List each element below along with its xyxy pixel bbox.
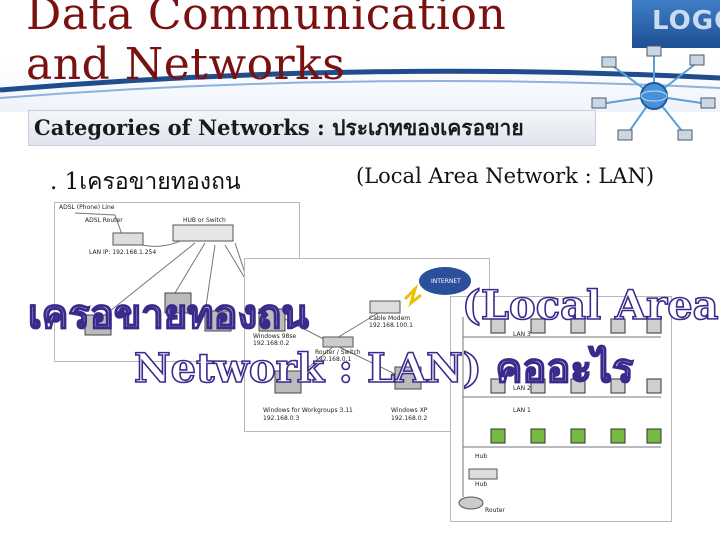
- item-english-label: (Local Area Network : LAN): [356, 164, 655, 188]
- router-switch-label: Router / Switch: [315, 349, 361, 356]
- wfw-label: Windows for Workgroups 3.11: [263, 407, 353, 414]
- router-label: Router: [485, 507, 505, 514]
- adsl-router-label: ADSL Router: [85, 217, 123, 224]
- router-ip: 192.168.0.1: [315, 356, 352, 363]
- diagram-multi-lan-graphic: [458, 317, 662, 510]
- win98-ip: 192.168.0.2: [253, 340, 290, 347]
- overlay-thai-heading: เครอขายทองถน: [27, 290, 309, 339]
- win98-label: Windows 98se: [253, 333, 297, 340]
- adsl-line-label: ADSL (Phone) Line: [59, 204, 115, 211]
- item-label: . 1เครอขายทองถน: [50, 169, 241, 195]
- subtitle-bar: [28, 110, 596, 146]
- cable-modem-ip: 192.168.100.1: [369, 322, 413, 329]
- slide-title: Data Communication and Networks: [26, 0, 507, 90]
- wfw-ip: 192.168.0.3: [263, 415, 300, 422]
- internet-label: INTERNET: [431, 278, 461, 285]
- header-swoosh: [0, 68, 720, 99]
- lan1-label: LAN 1: [513, 407, 531, 414]
- logo: LOGO: [652, 6, 720, 36]
- overlay-second-line: Network : LAN) คออะไร: [133, 344, 634, 393]
- logo-box: [632, 0, 720, 48]
- hub-b-label: Hub: [475, 481, 488, 488]
- lan-ip-label: LAN IP: 192.168.1.254: [89, 249, 157, 256]
- cable-modem-label: Cable Modem: [369, 315, 411, 322]
- overlay-english-heading: (Local Area: [461, 281, 719, 330]
- slide-header: [0, 0, 720, 112]
- network-cluster-icon: [591, 45, 716, 141]
- hub-switch-label: HUB or Switch: [183, 217, 226, 224]
- winxp-label: Windows XP: [391, 407, 428, 414]
- lan3-label: LAN 3: [513, 331, 531, 338]
- diagram-multi-lan: LAN 3 LAN 2 LAN 1 Hub Hub Router: [450, 296, 672, 522]
- slide-subtitle: Categories of Networks : ประเภทของเครอขา…: [34, 115, 524, 140]
- diagram-cable-network: INTERNET Cable Modem 192.168.100.1 Route…: [244, 258, 490, 432]
- hub-a-label: Hub: [475, 453, 488, 460]
- diagram-cable-graphic: [258, 267, 471, 394]
- lan2-label: LAN 2: [513, 385, 531, 392]
- winxp-ip: 192.168.0.2: [391, 415, 428, 422]
